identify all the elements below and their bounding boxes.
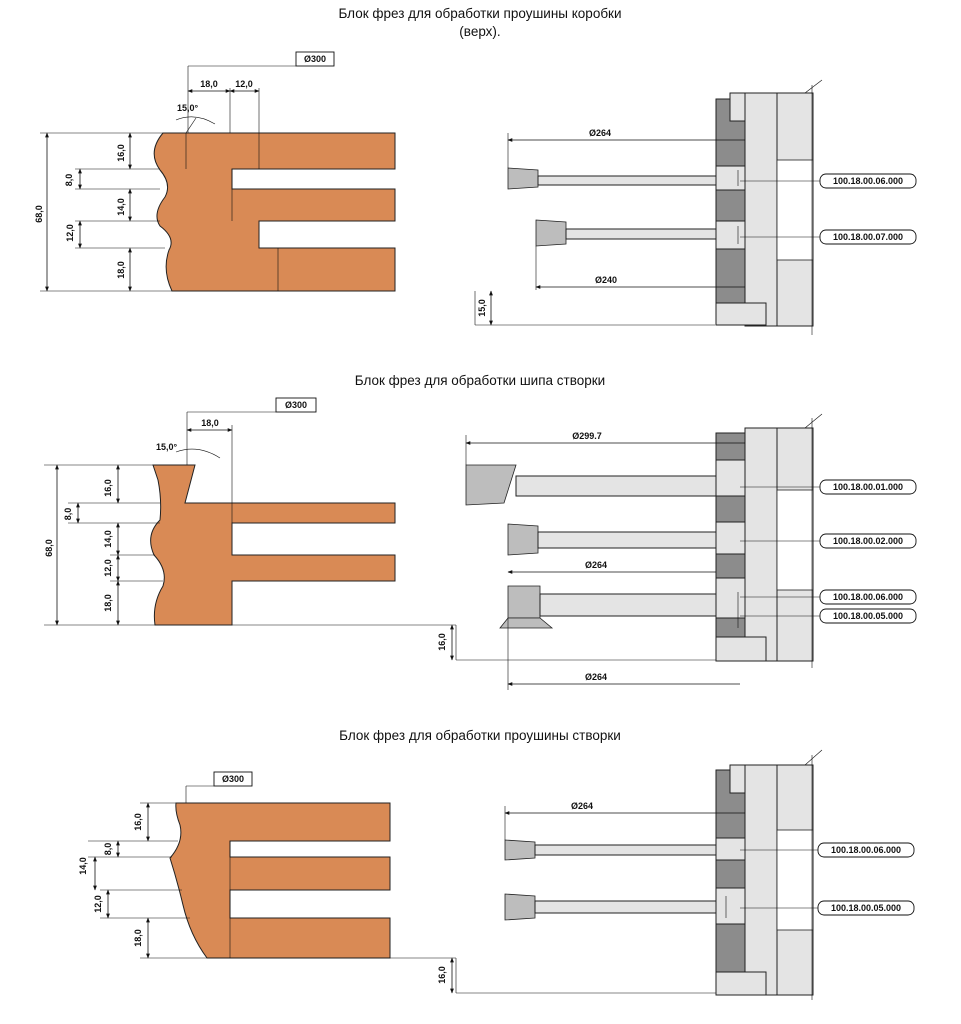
section-2: Блок фрез для обработки шипа створки Ø30… <box>44 373 917 690</box>
total-height: 68,0 <box>34 205 44 223</box>
dim-left-2: 8,0 <box>63 508 73 521</box>
cutter-dia-2: Ø264 <box>585 560 607 570</box>
section-2-assembly <box>465 413 823 668</box>
dim-left-5: 18,0 <box>103 594 113 612</box>
cutter-dia-2: Ø240 <box>595 275 617 285</box>
diameter-label: Ø300 <box>285 400 307 410</box>
diameter-box <box>295 51 335 67</box>
dim-top-1: 18,0 <box>200 79 218 89</box>
angle-label: 15,0° <box>177 103 199 113</box>
dim-left-3: 14,0 <box>116 198 126 216</box>
section-3: Блок фрез для обработки проушины створки… <box>78 728 915 1000</box>
section-3-title: Блок фрез для обработки проушины створки <box>339 728 621 743</box>
section-1-title: Блок фрез для обработки проушины коробки <box>338 6 621 21</box>
dim-left-2: 8,0 <box>64 174 74 187</box>
section-3-profile <box>169 802 391 959</box>
dim-left-4: 12,0 <box>103 559 113 577</box>
dim-left-3: 14,0 <box>78 857 88 875</box>
part-number-1: 100.18.00.06.000 <box>833 176 903 186</box>
part-number-1: 100.18.00.01.000 <box>833 482 903 492</box>
bottom-offset: 15,0 <box>477 299 487 317</box>
dim-left-5: 18,0 <box>133 929 143 947</box>
diameter-box <box>275 397 317 413</box>
dim-left-1: 16,0 <box>103 479 113 497</box>
cutter-dia-3: Ø264 <box>585 672 607 682</box>
section-1-subtitle: (верх). <box>459 24 500 39</box>
bottom-offset: 16,0 <box>437 633 447 651</box>
total-height: 68,0 <box>44 539 54 557</box>
bottom-offset: 16,0 <box>437 966 447 984</box>
dim-left-5: 18,0 <box>116 261 126 279</box>
dim-left-2: 8,0 <box>103 843 113 856</box>
dim-left-3: 14,0 <box>103 530 113 548</box>
part-number-4: 100.18.00.05.000 <box>833 611 903 621</box>
section-2-title: Блок фрез для обработки шипа створки <box>355 373 605 388</box>
dim-top-2: 12,0 <box>235 79 253 89</box>
dim-left-1: 16,0 <box>133 813 143 831</box>
part-number-2: 100.18.00.02.000 <box>833 536 903 546</box>
section-3-assembly <box>504 749 823 1000</box>
diameter-box <box>213 771 253 787</box>
cutter-dia-1: Ø299.7 <box>572 431 602 441</box>
part-number-2: 100.18.00.05.000 <box>831 903 901 913</box>
section-1-assembly <box>507 79 823 335</box>
section-2-profile <box>150 464 396 626</box>
cutter-dia-1: Ø264 <box>589 128 611 138</box>
diameter-label: Ø300 <box>304 54 326 64</box>
dim-top-1: 18,0 <box>201 418 219 428</box>
cutter-dia-1: Ø264 <box>571 801 593 811</box>
section-1-profile <box>153 117 396 292</box>
part-number-1: 100.18.00.06.000 <box>831 845 901 855</box>
angle-label: 15,0° <box>156 442 178 452</box>
part-number-3: 100.18.00.06.000 <box>833 592 903 602</box>
dim-left-4: 12,0 <box>93 895 103 913</box>
dim-left-4: 12,0 <box>65 224 75 242</box>
diameter-label: Ø300 <box>222 774 244 784</box>
dim-left-1: 16,0 <box>116 144 126 162</box>
part-number-2: 100.18.00.07.000 <box>833 232 903 242</box>
section-1: Блок фрез для обработки проушины коробки… <box>34 6 917 335</box>
